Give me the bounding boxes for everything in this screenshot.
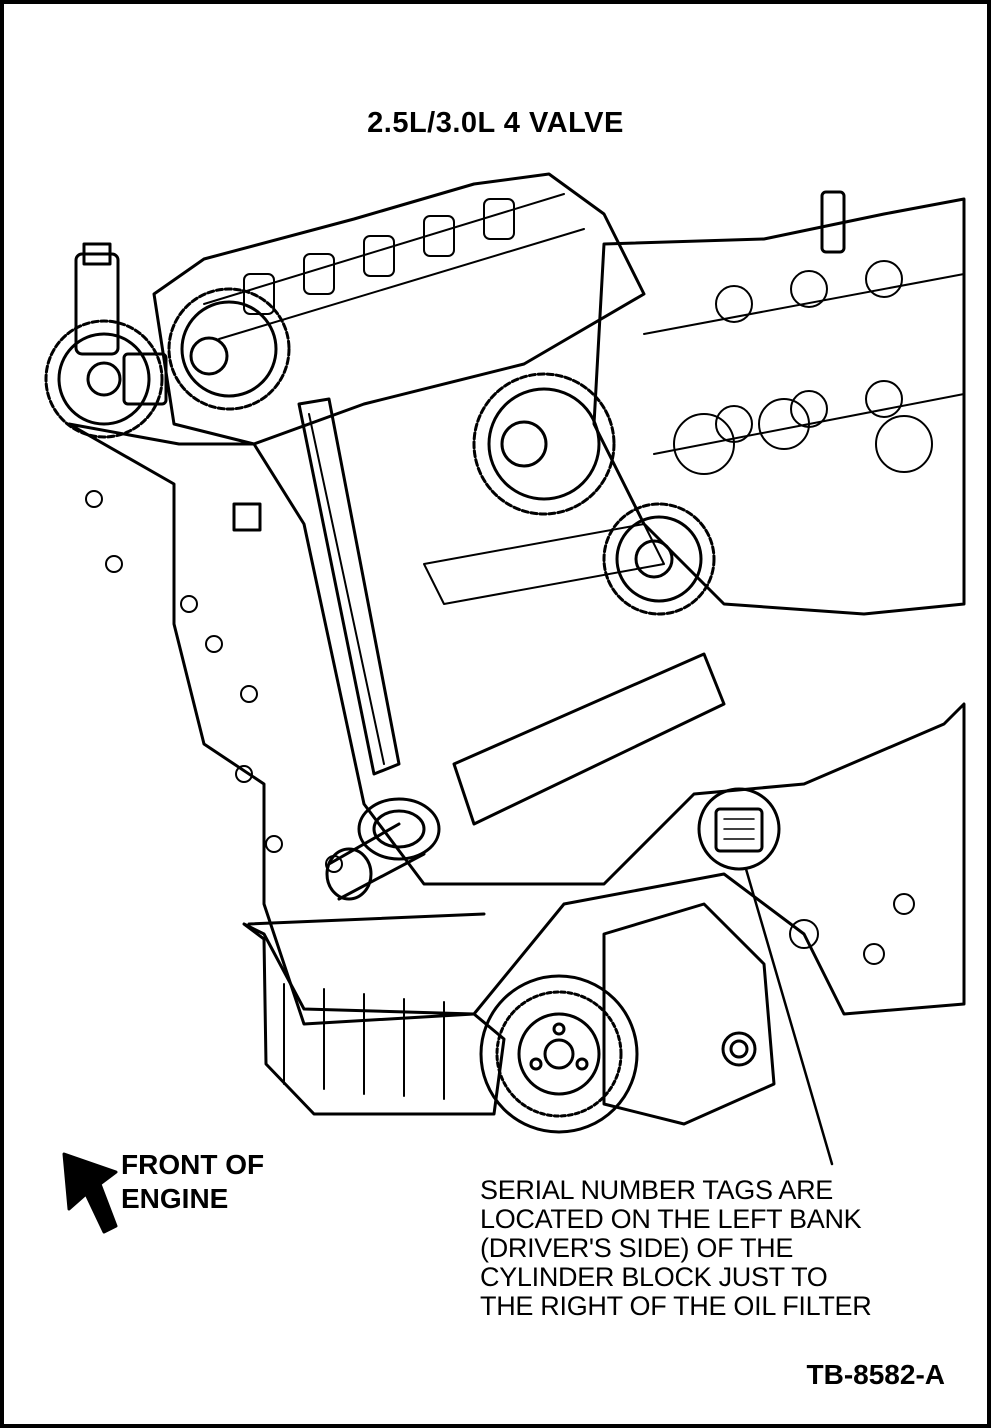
callout-line-5: THE RIGHT OF THE OIL FILTER: [480, 1291, 872, 1321]
left-cam-sprocket-1: [44, 319, 164, 439]
right-cam-bearings: [673, 260, 933, 475]
engine-illustration: [44, 172, 966, 1234]
figure-title: 2.5L/3.0L 4 VALVE: [367, 107, 624, 139]
ac-compressor: [602, 902, 776, 1126]
front-label-line-2: ENGINE: [121, 1183, 229, 1214]
callout-line-3: (DRIVER'S SIDE) OF THE: [480, 1233, 794, 1263]
callout-leader-line: [744, 867, 834, 1166]
callout-line-2: LOCATED ON THE LEFT BANK: [480, 1204, 862, 1234]
timing-chain-guide: [297, 397, 401, 776]
front-of-engine-label: FRONT OF ENGINE: [121, 1148, 264, 1216]
right-cylinder-head: [592, 197, 966, 616]
drive-pulley: [479, 974, 639, 1134]
cylinder-block: [67, 422, 966, 1026]
crankshaft-snout: [325, 797, 441, 901]
front-label-line-1: FRONT OF: [121, 1149, 265, 1180]
oil-pan: [242, 922, 506, 1116]
oil-pan-ribs: [283, 983, 445, 1100]
arrow-down-left-icon: [62, 1152, 118, 1234]
callout-line-1: SERIAL NUMBER TAGS ARE: [480, 1175, 833, 1205]
right-cam-sprocket-1: [472, 372, 616, 516]
breather-tube: [820, 190, 846, 254]
serial-number-tag: [697, 787, 781, 871]
serial-tag-callout: SERIAL NUMBER TAGS ARE LOCATED ON THE LE…: [480, 1176, 960, 1321]
left-cam-sprocket-2: [167, 287, 291, 411]
block-bolt-holes: [85, 490, 915, 965]
block-plug: [232, 502, 262, 532]
right-cam-sprocket-2: [602, 502, 716, 616]
tensioner-arm: [423, 523, 665, 605]
left-camshaft: [203, 193, 585, 340]
right-camshaft: [643, 273, 965, 455]
timing-chain: [452, 652, 726, 826]
left-cam-lobes: [243, 198, 515, 315]
vct-solenoid: [74, 242, 168, 406]
left-cylinder-head: [152, 172, 646, 446]
figure-id: TB-8582-A: [806, 1359, 945, 1390]
callout-line-4: CYLINDER BLOCK JUST TO: [480, 1262, 828, 1292]
